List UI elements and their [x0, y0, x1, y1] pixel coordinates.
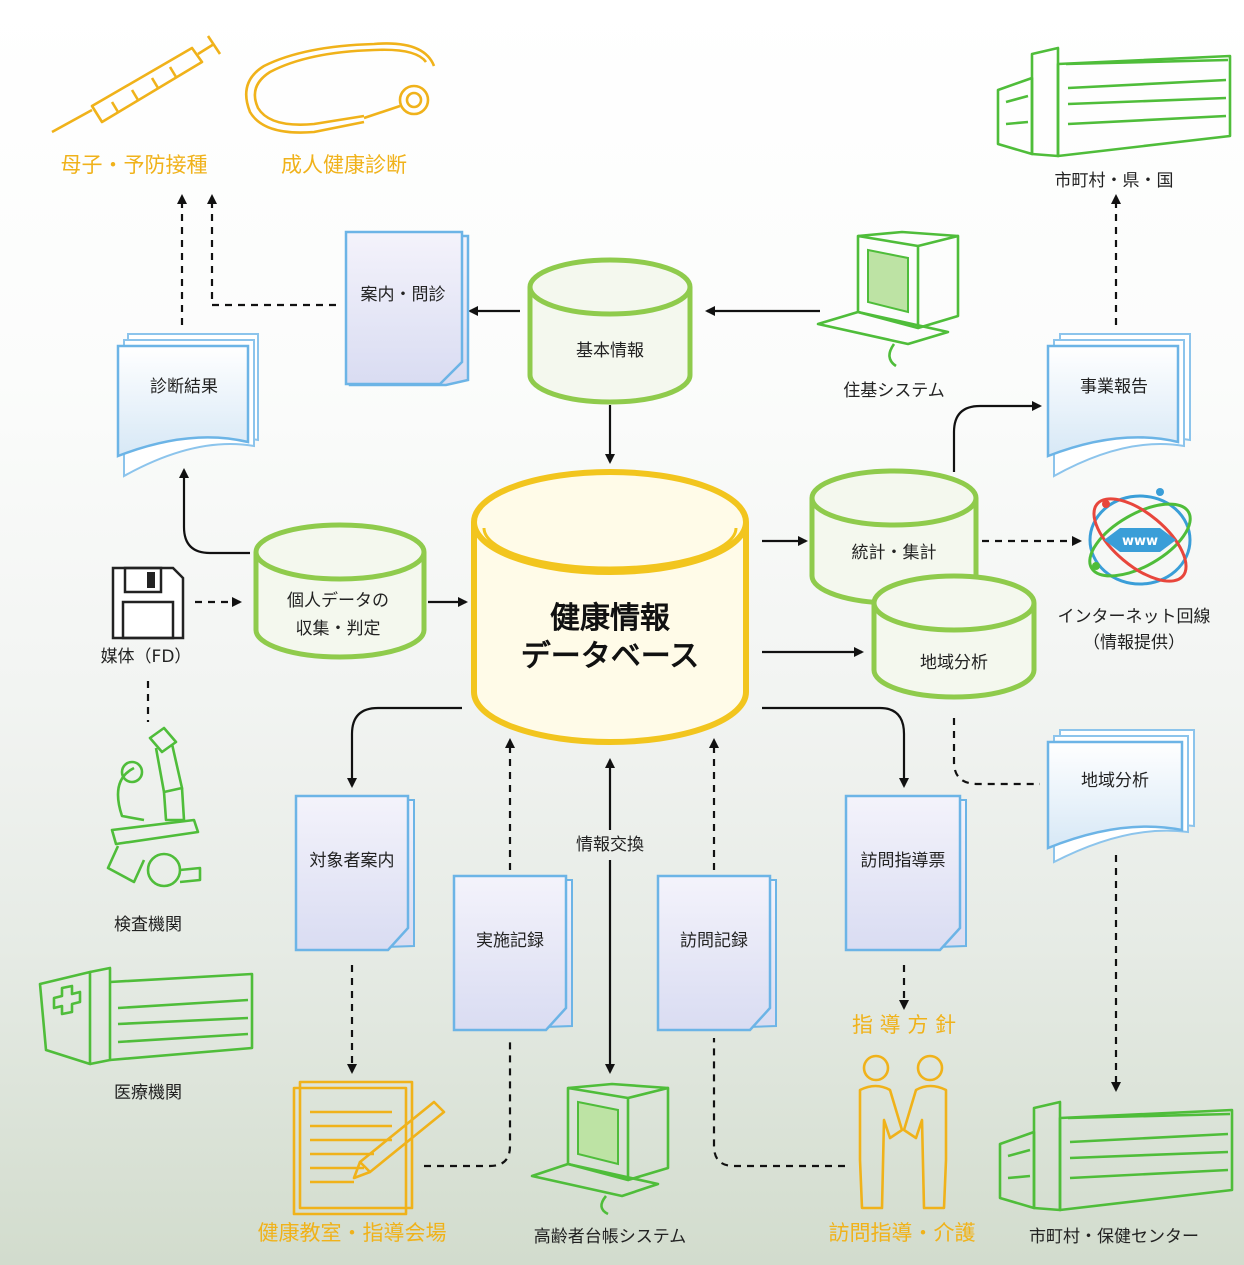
document-visit-ticket: 訪問指導票 [844, 794, 967, 952]
database-title-line2: データベース [521, 639, 700, 674]
personal-data-label-line1: 個人データの [287, 590, 389, 611]
municipal-label: 市町村・県・国 [1055, 171, 1174, 191]
www-label: www [1122, 534, 1158, 549]
classroom-label: 健康教室・指導会場 [258, 1221, 447, 1245]
statistics-label: 統計・集計 [852, 543, 937, 563]
globe-icon: www [1088, 488, 1192, 586]
health-center-label: 市町村・保健センター [1029, 1227, 1199, 1247]
document-guide-label: 案内・問診 [361, 285, 446, 305]
policy-label: 指 導 方 針 [852, 1013, 956, 1037]
document-diagnosis-label: 診断結果 [150, 377, 218, 397]
document-implementation-record: 実施記録 [452, 874, 573, 1032]
building-icon [998, 1100, 1234, 1212]
document-business-report-label: 事業報告 [1080, 377, 1148, 397]
microscope-icon [106, 726, 202, 888]
building-icon [996, 46, 1232, 158]
document-target-guide-label: 対象者案内 [310, 851, 395, 871]
document-visit-record: 訪問記録 [656, 874, 777, 1032]
document-visit-record-label: 訪問記録 [680, 931, 748, 951]
handshake-icon [858, 1054, 948, 1210]
basic-info-database: 基本情報 [527, 257, 693, 405]
document-target-guide: 対象者案内 [294, 794, 415, 952]
health-info-database: 健康情報 データベース [471, 469, 749, 745]
connectors [146, 194, 1121, 1168]
hospital-label: 医療機関 [114, 1083, 182, 1103]
resident-system-label: 住基システム [843, 381, 945, 401]
document-diagnosis: 診断結果 [116, 333, 259, 478]
internet-label-line1: インターネット回線 [1058, 607, 1211, 627]
personal-data-label-line2: 収集・判定 [296, 619, 381, 639]
maternal-label: 母子・予防接種 [61, 153, 208, 177]
document-regional-analysis-label: 地域分析 [1081, 771, 1149, 791]
basic-info-label: 基本情報 [576, 341, 644, 361]
media-label: 媒体（FD） [101, 647, 192, 667]
lab-label: 検査機関 [114, 915, 182, 935]
regional-analysis-database: 地域分析 [871, 573, 1037, 700]
internet-label-line2: （情報提供） [1083, 633, 1185, 653]
personal-data-database: 個人データの 収集・判定 [253, 522, 427, 660]
document-business-report: 事業報告 [1046, 333, 1191, 478]
document-implementation-label: 実施記録 [476, 931, 544, 951]
hospital-icon [38, 966, 254, 1066]
document-regional-analysis: 地域分析 [1046, 729, 1195, 864]
info-exchange-label: 情報交換 [576, 835, 644, 855]
document-visit-ticket-label: 訪問指導票 [861, 851, 946, 871]
syringe-icon [51, 35, 222, 134]
database-title-line1: 健康情報 [550, 601, 671, 636]
computer-icon [530, 1082, 670, 1216]
adult-checkup-label: 成人健康診断 [281, 153, 407, 177]
stethoscope-icon [245, 42, 436, 134]
regional-analysis-db-label: 地域分析 [920, 653, 988, 673]
document-pen-icon [292, 1080, 446, 1216]
floppy-disk-icon [111, 566, 185, 640]
elderly-system-label: 高齢者台帳システム [534, 1227, 687, 1247]
computer-icon [816, 230, 960, 368]
visit-guidance-label: 訪問指導・介護 [829, 1221, 976, 1245]
document-guide: 案内・問診 [344, 230, 470, 387]
